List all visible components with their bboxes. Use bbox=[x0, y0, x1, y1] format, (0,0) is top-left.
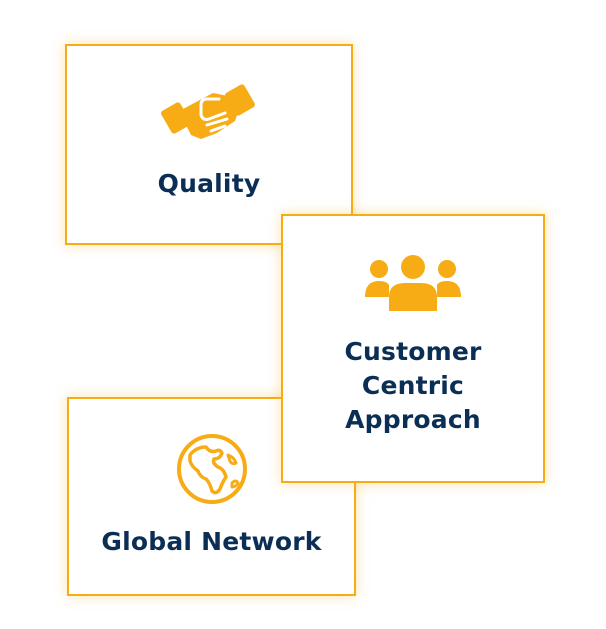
global-network-title: Global Network bbox=[101, 526, 322, 556]
customer-centric-title: Customer Centric Approach bbox=[344, 336, 482, 434]
quality-card: Quality bbox=[65, 44, 353, 245]
global-network-card: Global Network bbox=[67, 397, 356, 596]
globe-icon bbox=[174, 431, 250, 511]
quality-title: Quality bbox=[157, 168, 261, 198]
customer-centric-card: Customer Centric Approach bbox=[281, 214, 545, 483]
handshake-icon bbox=[161, 79, 257, 155]
users-group-icon bbox=[365, 254, 461, 319]
